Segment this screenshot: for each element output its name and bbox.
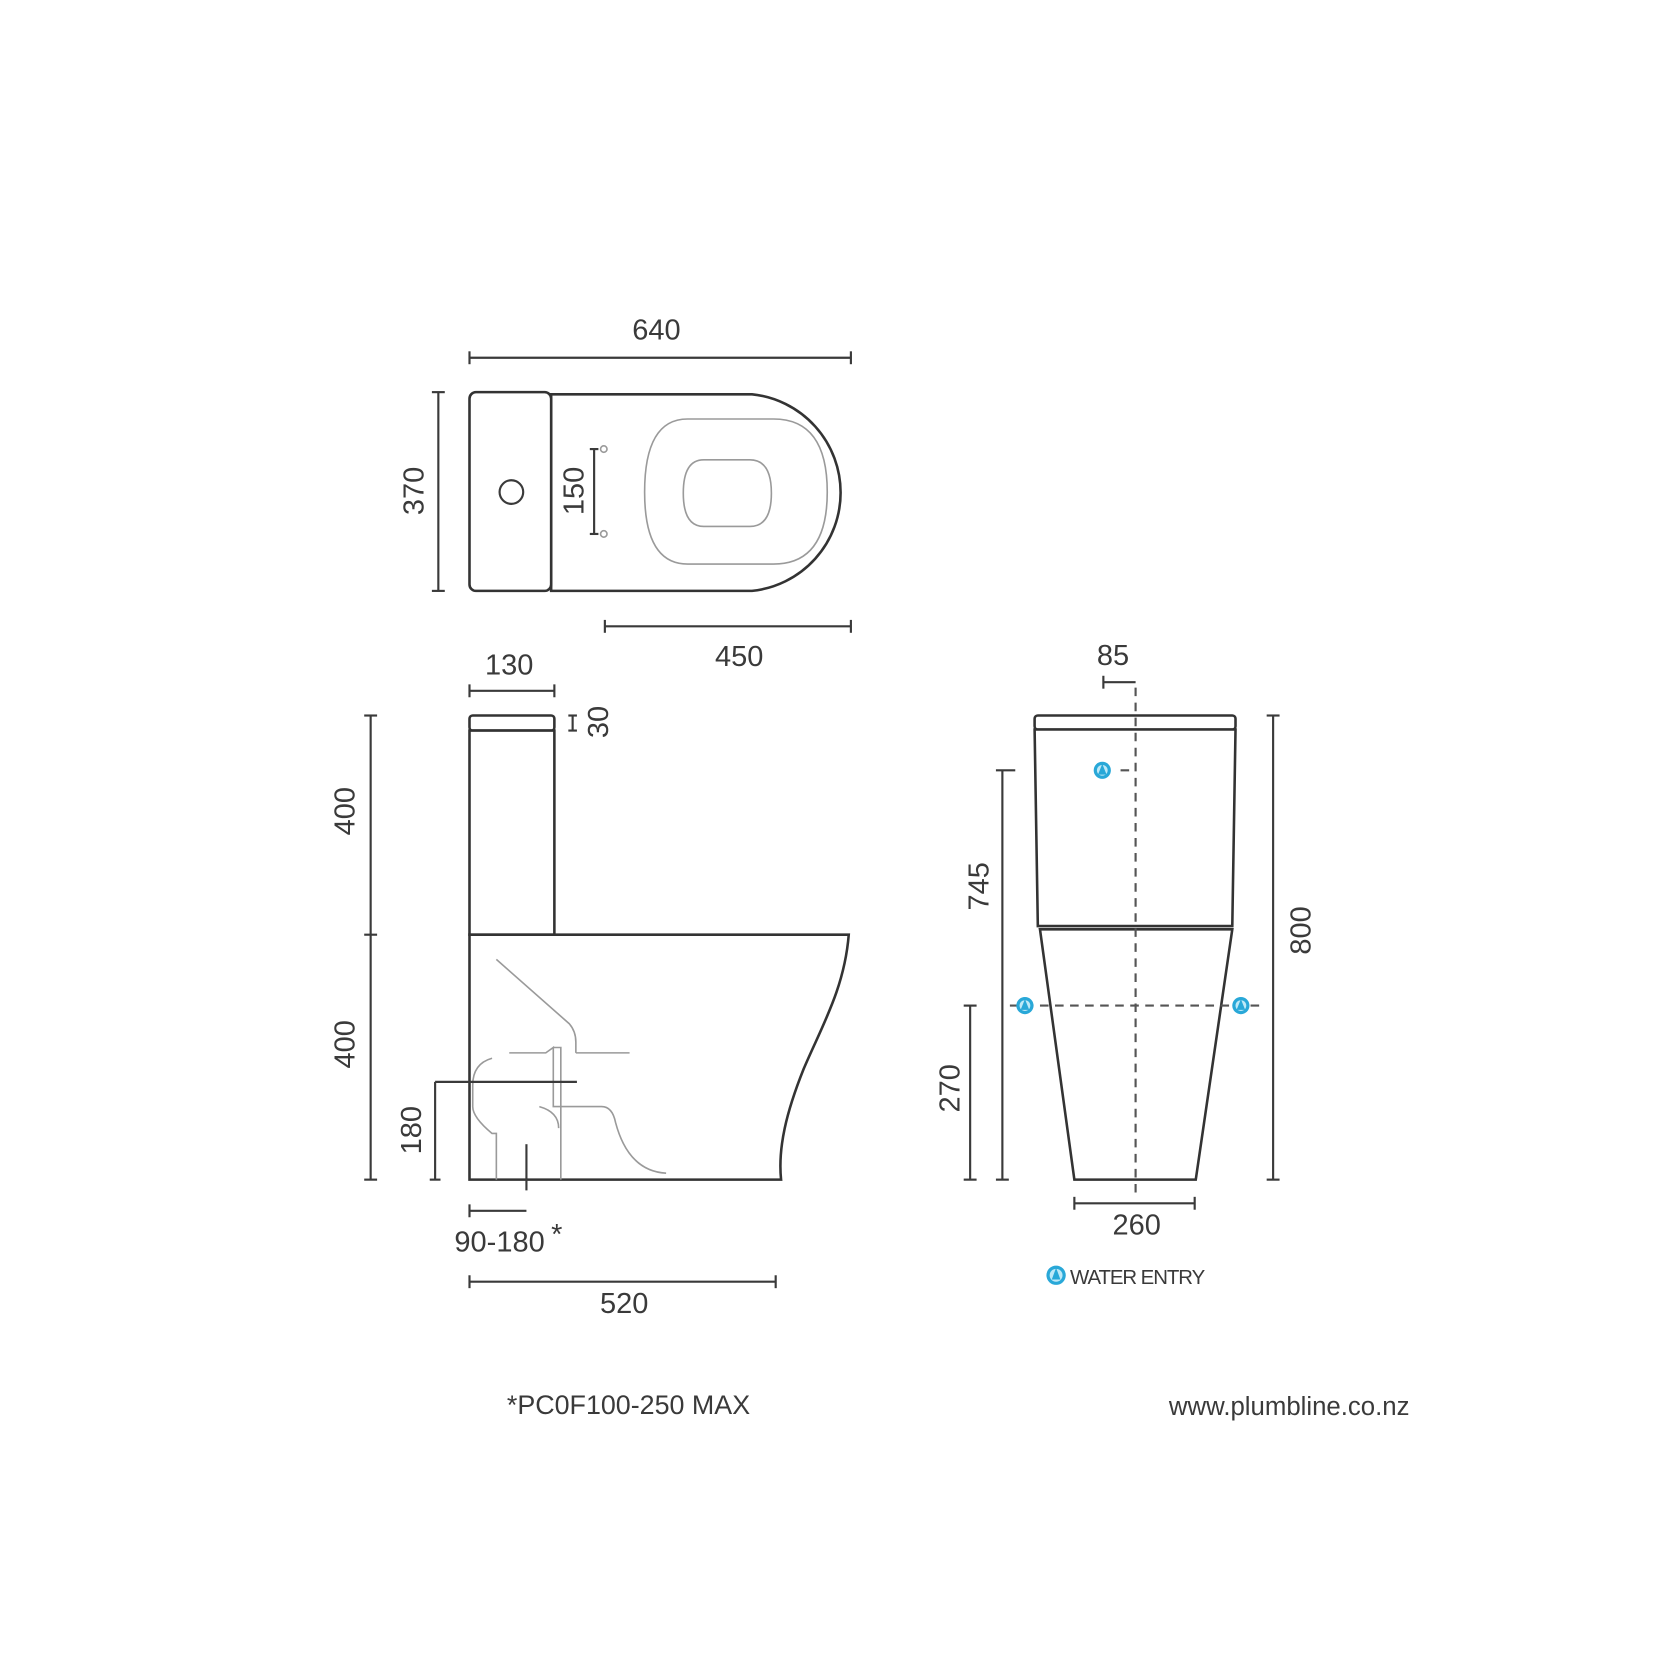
dim-label-745: 745: [963, 862, 995, 910]
dim-label-30: 30: [583, 706, 615, 738]
flush-button-icon: [498, 479, 525, 505]
dim-label-150: 150: [558, 467, 590, 515]
bowl-top-outline: [549, 393, 842, 593]
dim-label-85: 85: [1097, 640, 1129, 672]
dim-label-260: 260: [1112, 1209, 1160, 1241]
dim-label-640: 640: [632, 314, 680, 346]
tank-lid: [468, 714, 556, 732]
top-view: 640 370 150 450: [398, 314, 852, 673]
seat-outline: [643, 418, 829, 565]
tank-top-outline: [468, 390, 553, 593]
dim-label-400-tank: 400: [330, 787, 362, 835]
dim-label-400-bowl: 400: [330, 1020, 362, 1068]
dim-label-800: 800: [1286, 906, 1318, 954]
trap-internal-lines: [471, 958, 667, 1180]
tank-side: [468, 729, 556, 936]
dim-label-130: 130: [485, 650, 533, 682]
seat-opening: [682, 459, 773, 528]
dim-label-370: 370: [398, 467, 430, 515]
water-entry-icon: [1232, 997, 1250, 1015]
dim-label-450: 450: [715, 641, 763, 673]
water-entry-icon: [1016, 997, 1034, 1015]
front-view: 85 745 270 800 260 WATER ENTRY: [934, 640, 1317, 1289]
footer-note: *PC0F100-250 MAX: [507, 1390, 750, 1420]
dim-label-180: 180: [396, 1106, 428, 1154]
legend-water-entry-icon: [1046, 1265, 1066, 1285]
bowl-side-outline: [468, 933, 851, 1181]
dim-label-270: 270: [934, 1064, 966, 1112]
dim-label-setout: 90-180: [454, 1227, 544, 1259]
water-entry-icon: [1093, 761, 1111, 779]
dim-label-520: 520: [600, 1288, 648, 1320]
legend-water-entry-label: WATER ENTRY: [1070, 1267, 1206, 1289]
website-text: www.plumbline.co.nz: [1168, 1393, 1410, 1421]
side-view: 130 30 400 400 180 90-180 * 520: [330, 650, 851, 1320]
setout-asterisk: *: [551, 1219, 562, 1251]
